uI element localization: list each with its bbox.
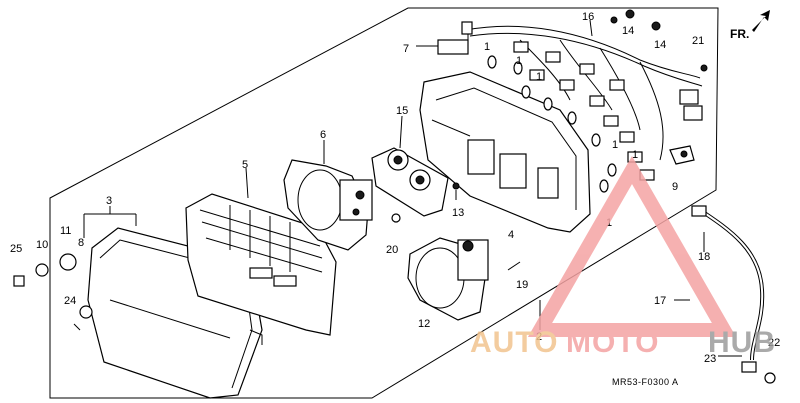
callout-20: 20 <box>386 244 398 256</box>
callout-6: 6 <box>320 129 326 141</box>
callout-17: 17 <box>654 295 666 307</box>
callout-19: 19 <box>516 279 528 291</box>
wire-harness-part <box>465 25 703 161</box>
callout-1d: 1 <box>612 139 618 151</box>
callout-5: 5 <box>242 159 248 171</box>
callout-21: 21 <box>692 35 704 47</box>
callout-1c: 1 <box>536 71 542 83</box>
callout-labels: 1 1 1 1 1 1 2 3 4 5 6 7 8 9 10 11 12 13 … <box>10 11 780 365</box>
tachometer-part <box>407 237 489 321</box>
callout-18: 18 <box>698 251 710 263</box>
callout-24: 24 <box>64 295 76 307</box>
callout-12: 12 <box>418 318 430 330</box>
callout-4: 4 <box>508 229 514 241</box>
callout-7: 7 <box>403 43 409 55</box>
callout-8: 8 <box>78 237 84 249</box>
rear-housing-part <box>419 71 591 233</box>
meter-cable-part <box>691 205 776 384</box>
clamp-part <box>669 145 695 165</box>
screw-group-upper <box>610 9 708 72</box>
watermark-auto: AUTO <box>470 326 558 359</box>
svg-text:FR.: FR. <box>730 27 749 41</box>
callout-1e: 1 <box>632 149 638 161</box>
leader-lines <box>83 19 742 357</box>
watermark-hub: HUB <box>708 326 776 359</box>
bulb-socket-group <box>487 41 655 193</box>
callout-11: 11 <box>60 225 71 237</box>
callout-25: 25 <box>10 243 22 255</box>
callout-15: 15 <box>396 105 408 117</box>
callout-1b: 1 <box>516 55 522 67</box>
connector-part <box>437 21 473 55</box>
front-direction-arrow: FR. <box>730 10 770 41</box>
left-hardware-group <box>13 182 521 331</box>
callout-14a: 14 <box>622 25 634 37</box>
callout-23: 23 <box>704 353 716 365</box>
callout-16: 16 <box>582 11 594 23</box>
speedometer-part <box>283 159 373 251</box>
callout-1a: 1 <box>484 41 490 53</box>
drawing-code: MR53-F0300 A <box>612 377 679 387</box>
callout-22: 22 <box>768 337 780 349</box>
watermark-logo: AUTO MOTO HUB <box>470 155 776 359</box>
meter-panel-part <box>185 193 337 336</box>
callout-9: 9 <box>672 181 678 193</box>
callout-13: 13 <box>452 207 464 219</box>
callout-3: 3 <box>106 195 112 207</box>
callout-10: 10 <box>36 239 48 251</box>
bracket-part <box>371 147 449 217</box>
assembly-boundary <box>49 7 719 399</box>
callout-14b: 14 <box>654 39 666 51</box>
watermark-moto: MOTO <box>566 326 659 359</box>
